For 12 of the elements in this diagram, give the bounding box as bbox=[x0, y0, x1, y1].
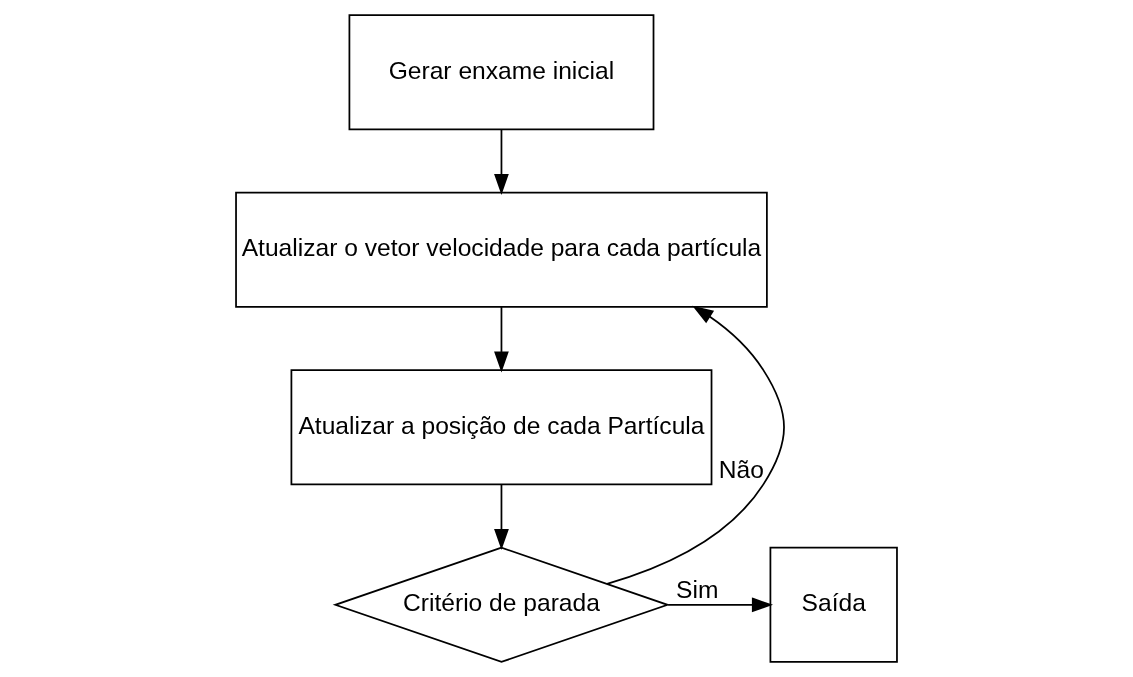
arrow bbox=[667, 597, 773, 613]
node-box: Saída bbox=[769, 546, 898, 663]
edge-label: Sim bbox=[676, 576, 719, 604]
edge-label: Não bbox=[718, 455, 764, 483]
arrow bbox=[494, 483, 509, 551]
arrow bbox=[494, 306, 509, 373]
node-box: Atualizar a posição de cada Partícula bbox=[290, 369, 713, 486]
node-box: Gerar enxame inicial bbox=[348, 14, 655, 131]
node-box: Atualizar o vetor velocidade para cada partícula bbox=[235, 191, 768, 308]
arrow bbox=[494, 128, 509, 196]
arrow bbox=[606, 305, 785, 585]
node-diamond: Critério de parada bbox=[332, 546, 671, 663]
